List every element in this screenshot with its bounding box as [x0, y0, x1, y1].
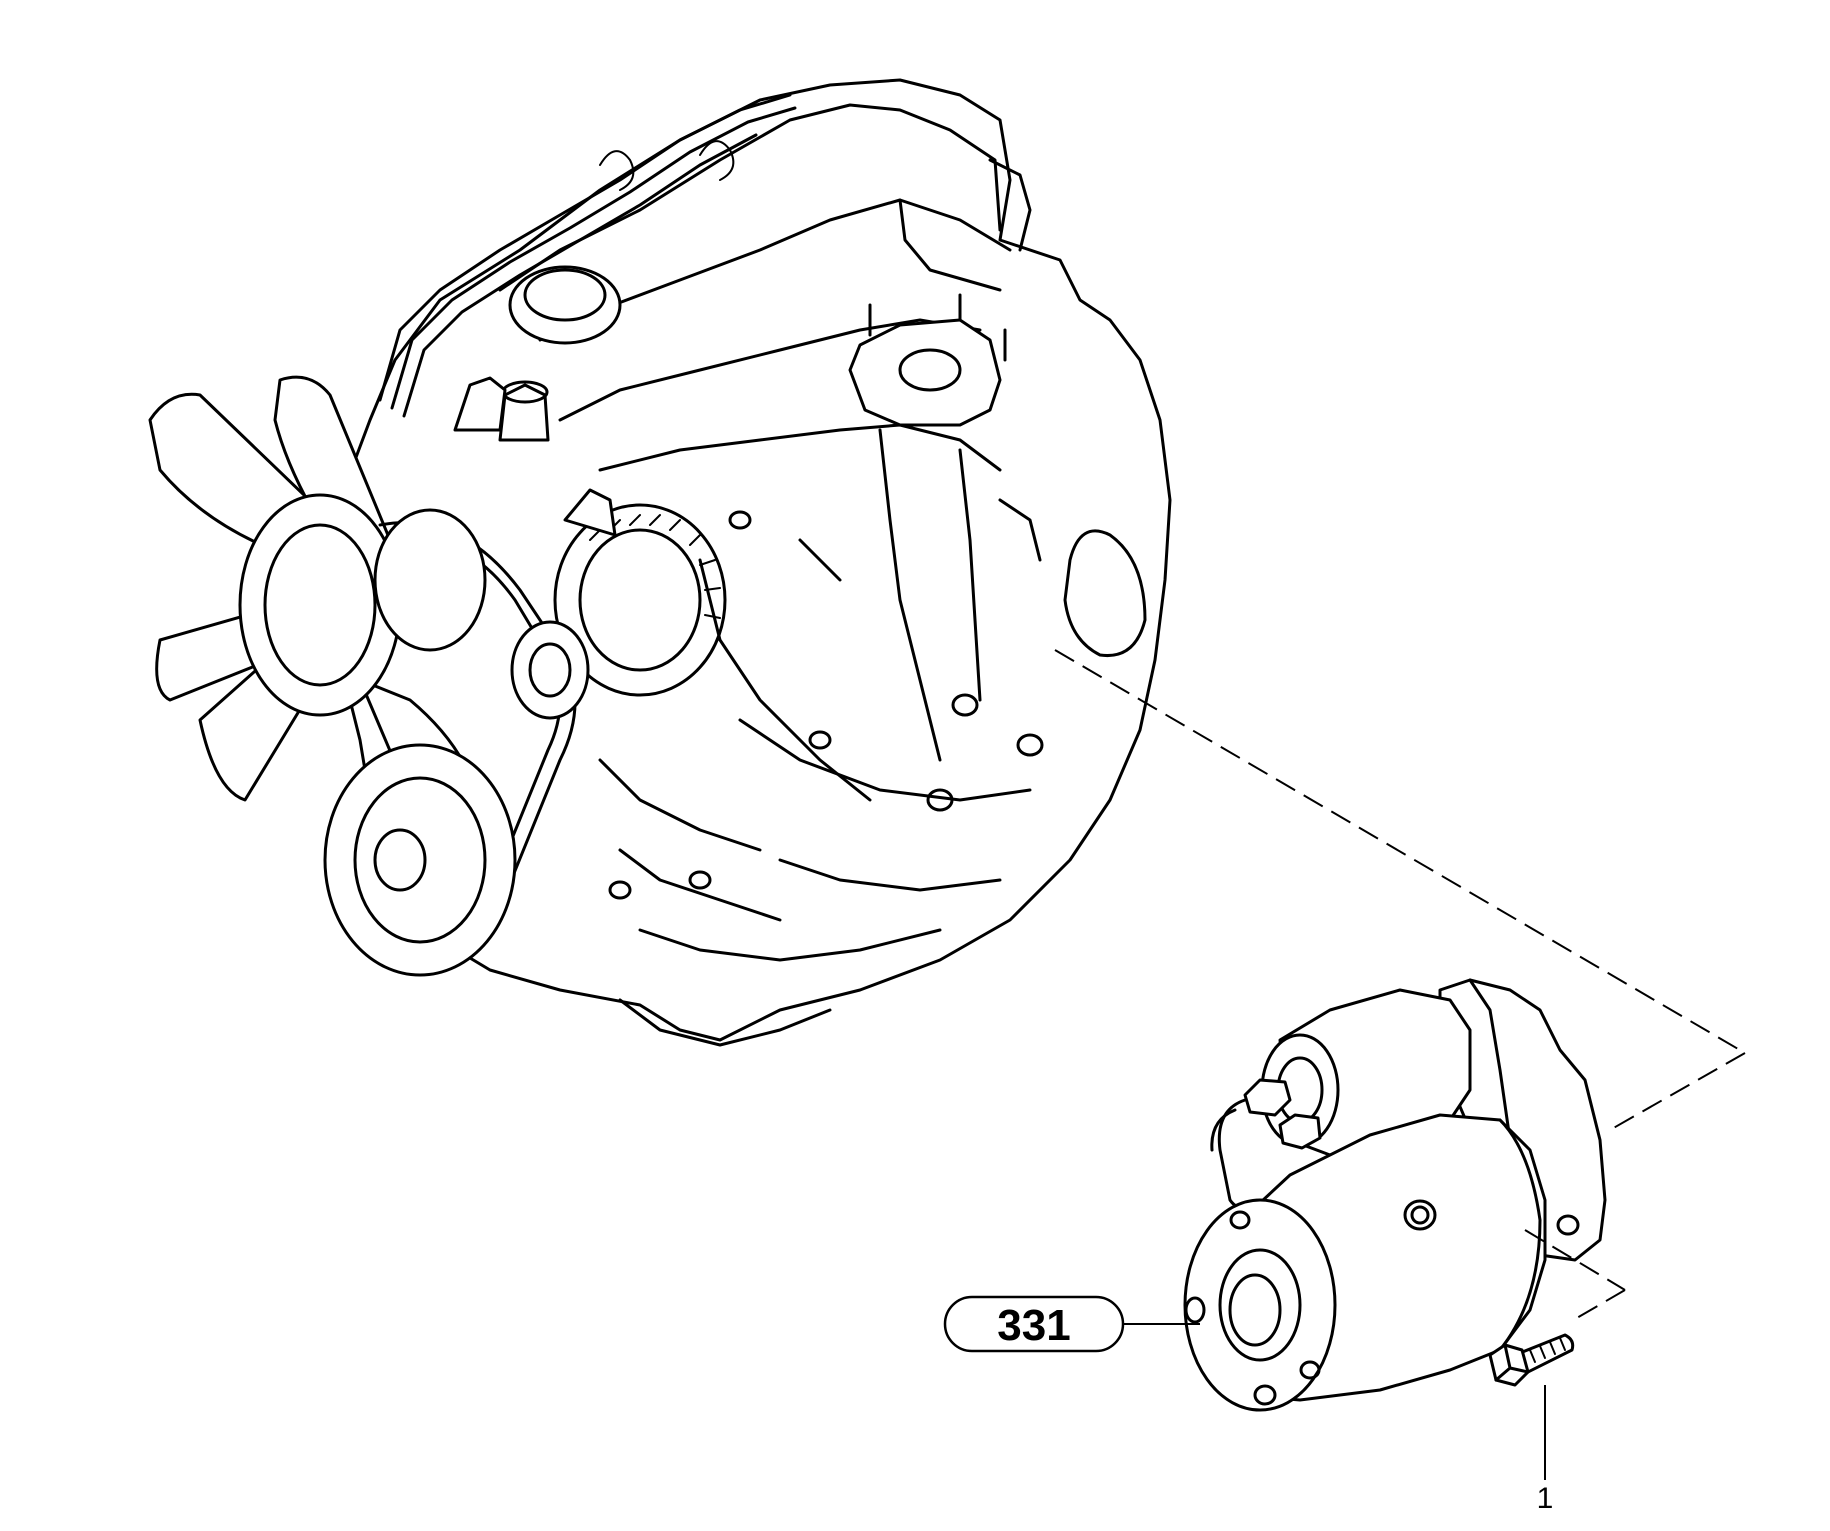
mounting-bolt-illustration — [1488, 1333, 1575, 1387]
callout-331-label: 331 — [997, 1301, 1070, 1350]
engine-illustration — [148, 78, 1172, 1047]
alternator — [510, 488, 727, 720]
assembly-guide-lines — [1054, 649, 1746, 1323]
callout-331[interactable]: 331 — [943, 1295, 1200, 1353]
callout-1[interactable]: 1 — [1537, 1385, 1554, 1515]
starter-motor-illustration — [1183, 978, 1607, 1412]
cooling-fan — [148, 375, 482, 848]
callout-1-label: 1 — [1537, 1482, 1554, 1515]
